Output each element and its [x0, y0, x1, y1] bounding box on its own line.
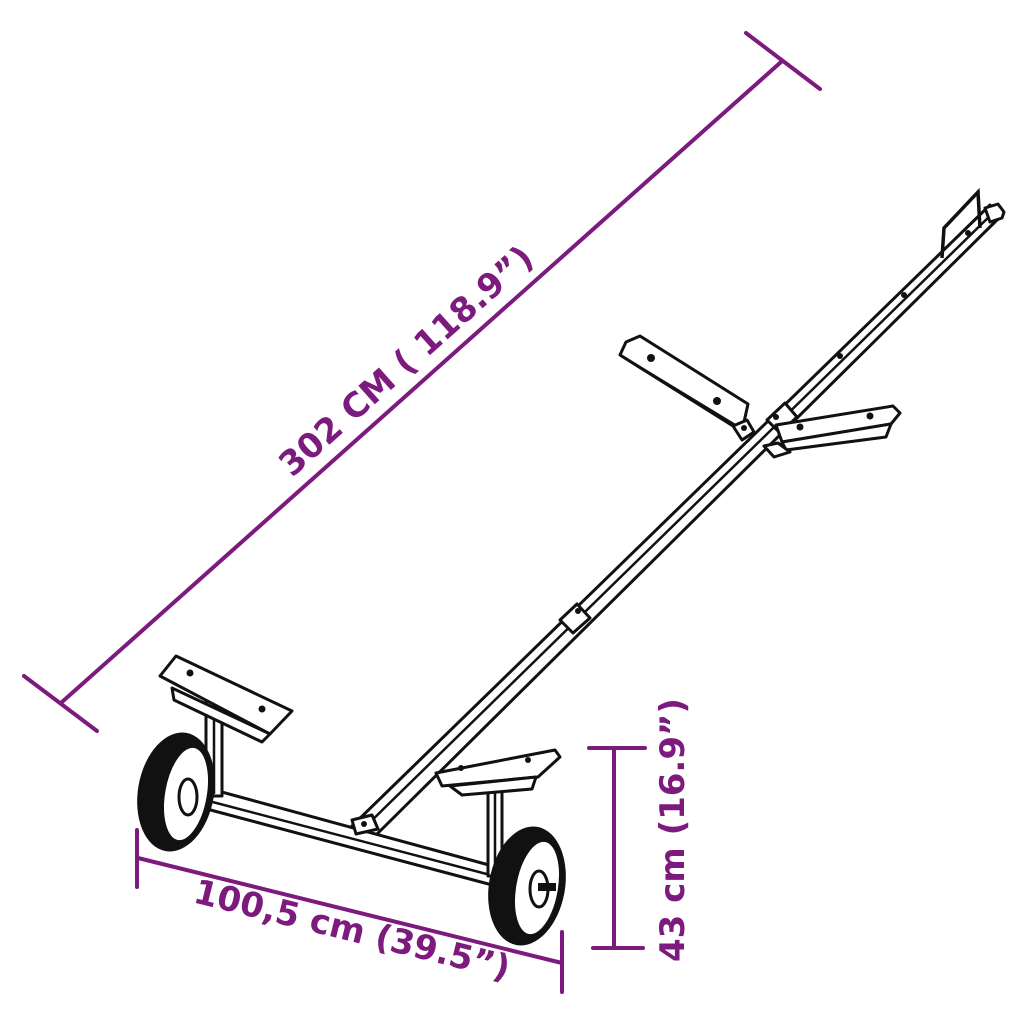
rear-right-support: [434, 748, 562, 878]
length-dimension-label: 302 CM ( 118.9”): [271, 238, 541, 485]
rear-left-support: [158, 654, 294, 798]
length-dimension-end-tick: [744, 31, 822, 91]
drawbar-joint: [765, 401, 799, 435]
length-dimension-start-tick: [22, 674, 99, 733]
width-dimension-label: 100,5 cm (39.5”): [190, 872, 514, 989]
axle-stub: [538, 883, 556, 891]
rear-axle-beam: [198, 786, 502, 888]
width-dimension-line: [136, 856, 564, 965]
rear-left-pad: [158, 654, 294, 736]
drawbar-joint: [558, 602, 592, 635]
tow-handle: [940, 187, 982, 259]
front-right-support-pad: [762, 404, 902, 459]
length-dimension-line: [60, 60, 783, 704]
front-left-support-pad: [618, 334, 756, 442]
height-dimension: 43 cm (16.9”): [587, 698, 693, 962]
right-wheel: [488, 826, 566, 946]
trolley-drawing: [137, 187, 1006, 946]
left-wheel: [137, 732, 215, 852]
height-dimension-label: 43 cm (16.9”): [653, 698, 693, 962]
